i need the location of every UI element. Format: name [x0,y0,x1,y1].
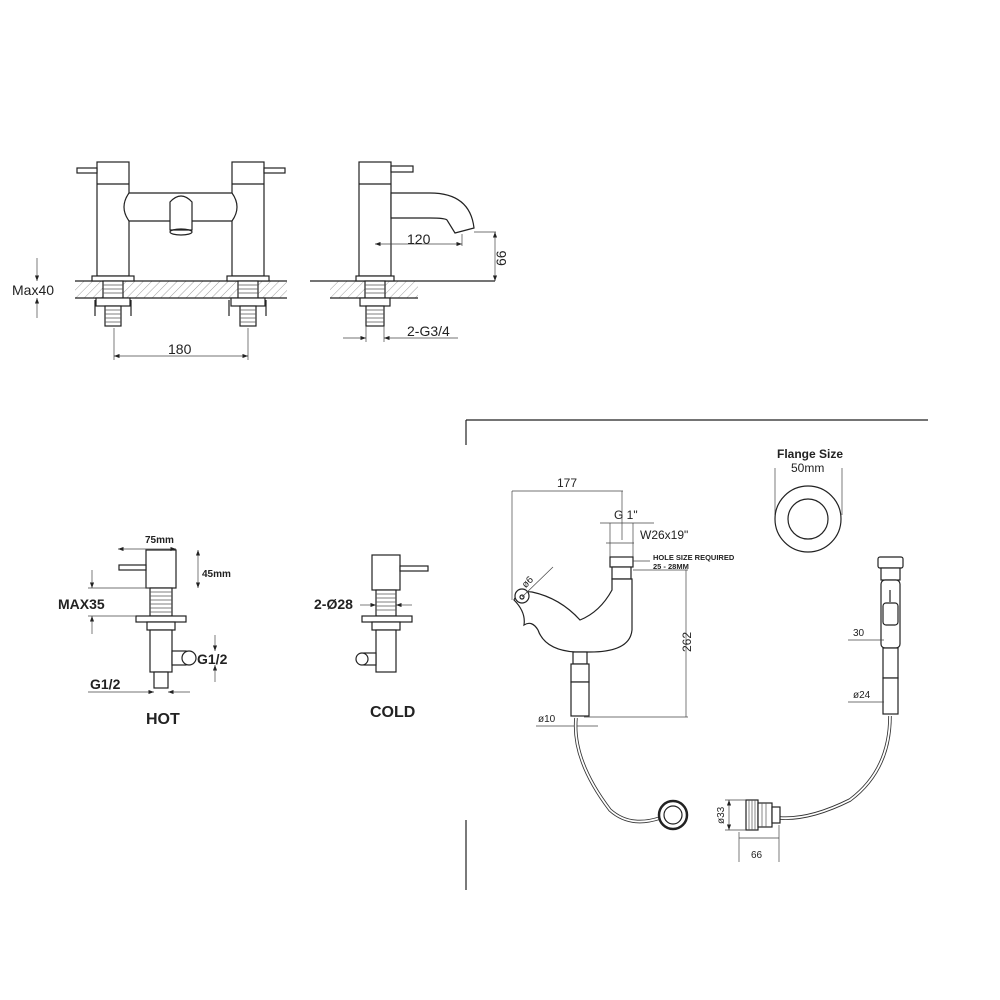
deck-hatch [75,281,287,298]
height-label: 262 [680,632,694,652]
valve-height-label: 45mm [202,569,231,580]
valve-width-label: 75mm [145,535,174,546]
handset-view: 30 ø24 ø33 66 [716,556,904,862]
inlet-thread-label: 2-G3/4 [407,323,450,339]
nut-label: W26x19" [640,528,688,542]
shower-holder-view: 177 G 1" W26x19" HOLE SIZE REQUIRED 25 -… [511,476,735,831]
max-deck-label: MAX35 [58,596,105,612]
hole-note-1: HOLE SIZE REQUIRED [653,553,735,562]
flange-title: Flange Size [777,447,843,461]
handset-width-label: 30 [853,628,865,639]
hole-note-2: 25 - 28MM [653,562,689,571]
flange-view: Flange Size 50mm [774,447,843,553]
hot-valve-view: 75mm 45mm MAX35 G1/2 G1/2 HOT [58,535,231,728]
handset-dia-label: ø24 [853,690,871,701]
spout-reach-label: 120 [407,231,431,247]
hose-dia-label: ø10 [538,714,556,725]
outlet-thread-label: G1/2 [197,651,228,667]
bath-filler-front-view: Max40 180 [12,161,287,360]
centres-label: 180 [168,341,192,357]
pin-dia-label: ø6 [520,574,536,590]
flange-size: 50mm [791,461,824,475]
connector-dia-label: ø33 [716,806,727,824]
cold-label: COLD [370,704,415,721]
reach-label: 177 [557,476,577,490]
bath-filler-side-view: 120 66 2-G3/4 [310,161,509,342]
connector-length-label: 66 [751,850,763,861]
hole-size-label: 2-Ø28 [314,596,353,612]
max-deck-label: Max40 [12,282,54,298]
spout-height-label: 66 [493,250,509,266]
hot-label: HOT [146,711,180,728]
inlet-thread-label: G1/2 [90,676,121,692]
thread-label: G 1" [614,508,638,522]
cold-valve-view: 2-Ø28 COLD [314,554,429,721]
